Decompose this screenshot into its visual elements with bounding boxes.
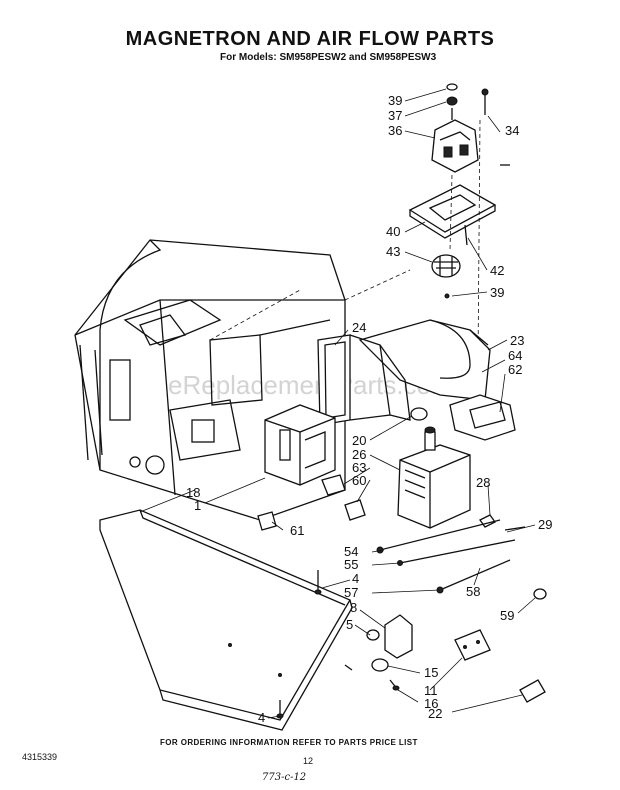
magnetron [397,426,471,529]
diagram-title: MAGNETRON AND AIR FLOW PARTS [125,28,495,50]
callout-60: 60 [352,473,366,488]
callout-59: 59 [500,608,514,623]
wire-harness [376,519,526,594]
callout-22: 22 [428,706,442,721]
small-components [257,407,496,531]
callout-34: 34 [505,123,519,138]
callout-57: 57 [344,585,358,600]
document-number: 4315339 [22,752,58,762]
callout-43: 43 [386,244,400,259]
fuse-holder [449,394,516,441]
callout-26: 26 [352,447,366,462]
callout-42: 42 [490,263,504,278]
callout-11: 11 [424,683,438,698]
callout-4-bottom: 4 [258,710,265,725]
callout-29: 29 [538,517,552,532]
callout-55: 55 [344,557,358,572]
callout-39-top: 39 [388,93,402,108]
callout-36: 36 [388,123,402,138]
callout-37: 37 [388,108,402,123]
callout-4-middle: 4 [352,571,359,586]
diagram-subtitle: For Models: SM958PESW2 and SM958PESW3 [220,52,437,63]
callout-61: 61 [290,523,304,538]
screws-top [449,88,510,361]
callout-54: 54 [344,544,358,559]
cabinet-frame [74,239,411,521]
transformer [264,404,336,486]
callout-23: 23 [510,333,524,348]
handwritten-note: 773-c-12 [262,772,307,783]
callout-40: 40 [386,224,400,239]
bottom-plate [99,509,353,731]
stirrer-motor [366,614,413,691]
fan-motor-assembly [431,83,479,173]
callout-20: 20 [352,433,366,448]
page-number: 12 [303,756,314,766]
callout-63: 63 [352,460,366,475]
leader-lines [139,88,536,719]
callout-58: 58 [466,584,480,599]
callout-39-lower: 39 [490,285,504,300]
callout-28: 28 [476,475,490,490]
switch-plate [454,588,547,703]
callout-62: 62 [508,362,522,377]
callout-15: 15 [424,665,438,680]
callout-64: 64 [508,348,522,363]
callout-1: 1 [194,498,201,513]
callout-16: 16 [424,696,438,711]
callout-24: 24 [352,320,366,335]
bracket [408,184,497,239]
callout-8: 8 [350,600,357,615]
callout-labels: 39 37 36 34 40 43 42 39 24 23 64 62 20 2… [186,93,552,725]
air-duct [317,319,491,426]
callout-5: 5 [346,617,353,632]
callout-18: 18 [186,485,200,500]
fan-blade [431,254,461,299]
ordering-footer: FOR ORDERING INFORMATION REFER TO PARTS … [160,738,418,747]
